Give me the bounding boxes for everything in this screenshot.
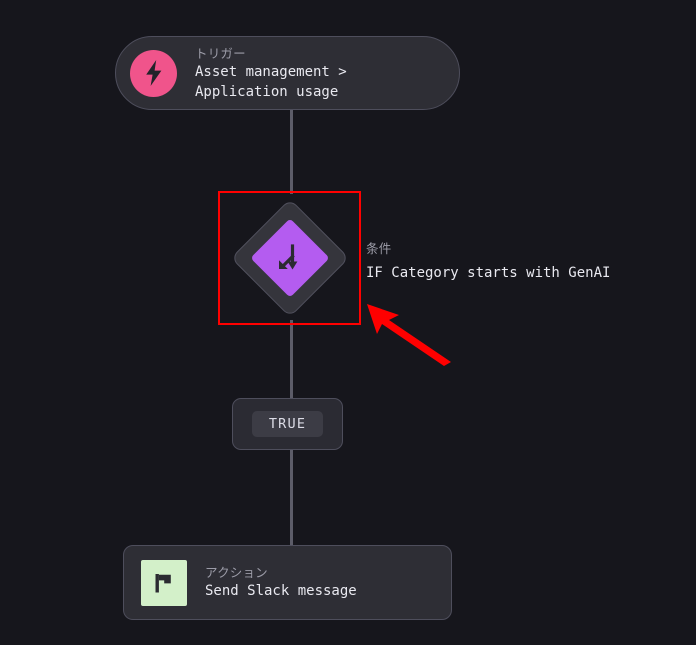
condition-kicker: 条件 (366, 241, 392, 256)
condition-label-block: 条件 IF Category starts with GenAI (366, 240, 610, 284)
connector-condition-to-true (290, 320, 293, 402)
trigger-title: Asset management > Application usage (195, 63, 347, 100)
condition-node-container[interactable] (218, 191, 361, 325)
connector-trigger-to-condition (290, 110, 293, 194)
action-title: Send Slack message (205, 583, 357, 599)
action-text-block: アクション Send Slack message (205, 564, 357, 601)
trigger-node[interactable]: トリガー Asset management > Application usag… (115, 36, 460, 110)
condition-icon-plate (249, 218, 330, 298)
trigger-kicker: トリガー (195, 45, 246, 61)
branch-split-arrow-icon (262, 230, 318, 286)
action-kicker: アクション (205, 565, 268, 580)
trigger-text-block: トリガー Asset management > Application usag… (195, 45, 347, 102)
lightning-bolt-icon (130, 49, 177, 97)
action-node[interactable]: アクション Send Slack message (123, 545, 452, 620)
branch-true-node[interactable]: TRUE (232, 398, 343, 450)
condition-expression: IF Category starts with GenAI (366, 265, 611, 281)
flag-icon (141, 559, 187, 606)
condition-node[interactable] (230, 198, 349, 318)
annotation-arrow-icon (367, 304, 451, 366)
branch-true-label: TRUE (251, 411, 324, 437)
connector-true-to-action (290, 446, 293, 548)
